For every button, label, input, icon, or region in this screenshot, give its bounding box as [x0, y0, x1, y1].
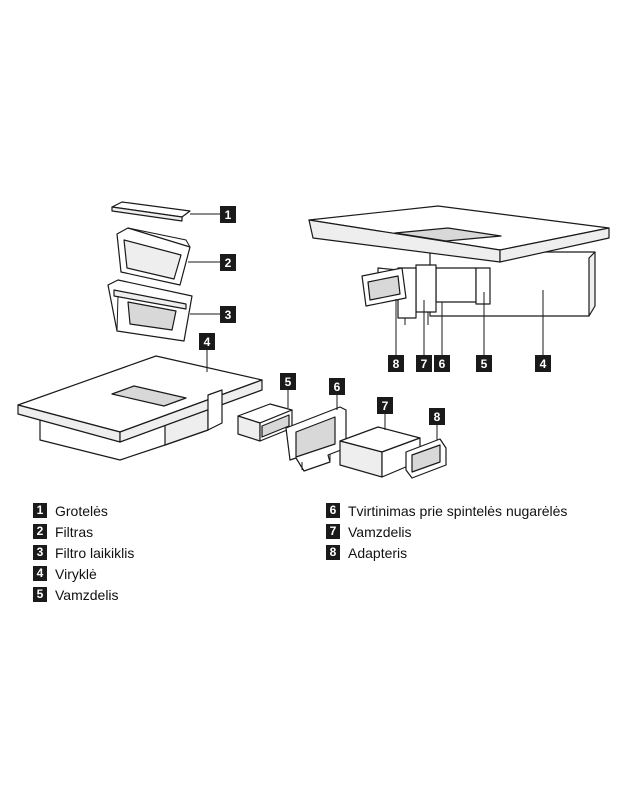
callout-6-right: 6 — [434, 355, 450, 372]
svg-text:6: 6 — [439, 357, 446, 371]
legend-number: 7 — [326, 524, 340, 539]
legend-label: Grotelės — [55, 502, 108, 519]
svg-text:5: 5 — [285, 375, 292, 389]
legend-item: 1 Grotelės — [33, 500, 134, 521]
legend-item: 8 Adapteris — [326, 542, 567, 563]
hob-assembled-right — [308, 205, 610, 325]
svg-text:4: 4 — [540, 357, 547, 371]
grille-part — [111, 201, 191, 222]
duct-part-5 — [237, 403, 293, 442]
adapter-part-8 — [405, 438, 447, 479]
legend-label: Adapteris — [348, 544, 408, 561]
legend-label: Vamzdelis — [55, 586, 119, 603]
legend-number: 2 — [33, 524, 47, 539]
legend-label: Filtras — [55, 523, 94, 540]
filter-part — [116, 227, 191, 286]
filter-holder-part — [107, 279, 193, 342]
callout-8-right: 8 — [388, 355, 404, 372]
svg-text:5: 5 — [481, 357, 488, 371]
legend-item: 3 Filtro laikiklis — [33, 542, 134, 563]
hob-unit-left — [17, 355, 263, 461]
callout-1: 1 — [220, 206, 236, 223]
legend-item: 7 Vamzdelis — [326, 521, 567, 542]
callout-6-left: 6 — [329, 378, 345, 395]
svg-text:4: 4 — [204, 335, 211, 349]
legend-label: Tvirtinimas prie spintelės nugarėlės — [348, 502, 568, 519]
legend-label: Filtro laikiklis — [55, 544, 135, 561]
svg-text:6: 6 — [334, 380, 341, 394]
callout-7-left: 7 — [377, 397, 393, 414]
callout-7-right: 7 — [416, 355, 432, 372]
svg-text:3: 3 — [225, 308, 232, 322]
legend-number: 8 — [326, 545, 340, 560]
legend-label: Vamzdelis — [348, 523, 412, 540]
legend-number: 6 — [326, 503, 340, 518]
callout-4-left: 4 — [199, 333, 215, 350]
legend-number: 5 — [33, 587, 47, 602]
callout-5-left: 5 — [280, 373, 296, 390]
legend-item: 6 Tvirtinimas prie spintelės nugarėlės — [326, 500, 567, 521]
callout-3: 3 — [220, 306, 236, 323]
legend-right-column: 6 Tvirtinimas prie spintelės nugarėlės 7… — [326, 500, 567, 563]
svg-text:8: 8 — [434, 410, 441, 424]
callout-5-right: 5 — [476, 355, 492, 372]
legend-item: 2 Filtras — [33, 521, 134, 542]
callout-4-right: 4 — [535, 355, 551, 372]
legend-item: 5 Vamzdelis — [33, 584, 134, 605]
legend-number: 3 — [33, 545, 47, 560]
callout-8-left: 8 — [429, 408, 445, 425]
svg-text:7: 7 — [382, 399, 389, 413]
svg-text:7: 7 — [421, 357, 428, 371]
svg-text:2: 2 — [225, 256, 232, 270]
callout-2: 2 — [220, 254, 236, 271]
legend-left-column: 1 Grotelės 2 Filtras 3 Filtro laikiklis … — [33, 500, 134, 605]
cabinet-mount-part — [285, 406, 347, 472]
svg-text:1: 1 — [225, 208, 232, 222]
exploded-parts-diagram: 1 2 3 4 — [17, 201, 610, 479]
legend-item: 4 Viryklė — [33, 563, 134, 584]
legend-label: Viryklė — [55, 565, 97, 582]
legend-number: 4 — [33, 566, 47, 581]
svg-text:8: 8 — [393, 357, 400, 371]
legend-number: 1 — [33, 503, 47, 518]
